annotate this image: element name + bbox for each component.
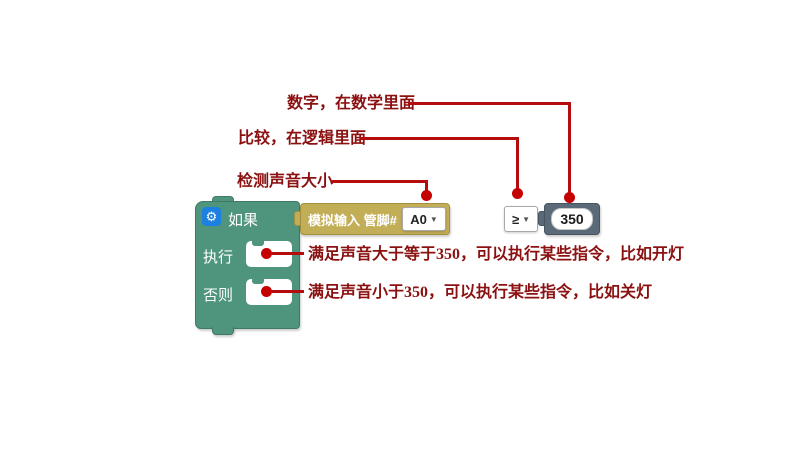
do-slot-notch (252, 241, 264, 246)
else-note-line (272, 290, 304, 293)
else-label: 否则 (203, 287, 234, 304)
chevron-down-icon: ▼ (429, 214, 438, 224)
chevron-down-icon: ▼ (522, 214, 531, 224)
annotation-detect-line-h (332, 180, 428, 183)
annotation-compare-line-h (360, 137, 519, 140)
annotation-number-line-v (568, 102, 571, 197)
annotation-detect-line-v (425, 180, 428, 194)
number-block-connector (538, 211, 546, 226)
else-note-label: 满足声音小于350，可以执行某些指令，比如关灯 (308, 284, 653, 301)
analog-input-label: 模拟输入 管脚# (308, 213, 397, 228)
do-note-label: 满足声音大于等于350，可以执行某些指令，比如开灯 (308, 246, 685, 263)
do-note-dot (261, 248, 272, 259)
pin-dropdown-value: A0 (410, 211, 427, 227)
pin-dropdown[interactable]: A0 ▼ (402, 207, 446, 231)
annotation-detect-label: 检测声音大小 (237, 173, 334, 190)
if-block-bottom-tab (212, 327, 234, 335)
annotation-number-dot (564, 192, 575, 203)
annotation-compare-line-v (516, 137, 519, 191)
do-note-line (272, 252, 304, 255)
gear-icon[interactable]: ⚙ (202, 207, 221, 226)
annotation-detect-dot (421, 190, 432, 201)
if-label: 如果 (228, 212, 259, 229)
annotation-compare-label: 比较，在逻辑里面 (238, 130, 367, 147)
analog-block-connector (294, 211, 302, 226)
if-block-top-tab (212, 196, 234, 205)
do-label: 执行 (203, 249, 234, 266)
annotation-number-line-h (408, 102, 571, 105)
number-value-field[interactable]: 350 (551, 208, 593, 230)
else-slot-notch (252, 279, 264, 284)
annotation-compare-dot (512, 188, 523, 199)
operator-dropdown-value: ≥ (511, 211, 520, 227)
annotation-number-label: 数字，在数学里面 (287, 95, 416, 112)
operator-dropdown[interactable]: ≥ ▼ (504, 206, 538, 232)
else-note-dot (261, 286, 272, 297)
